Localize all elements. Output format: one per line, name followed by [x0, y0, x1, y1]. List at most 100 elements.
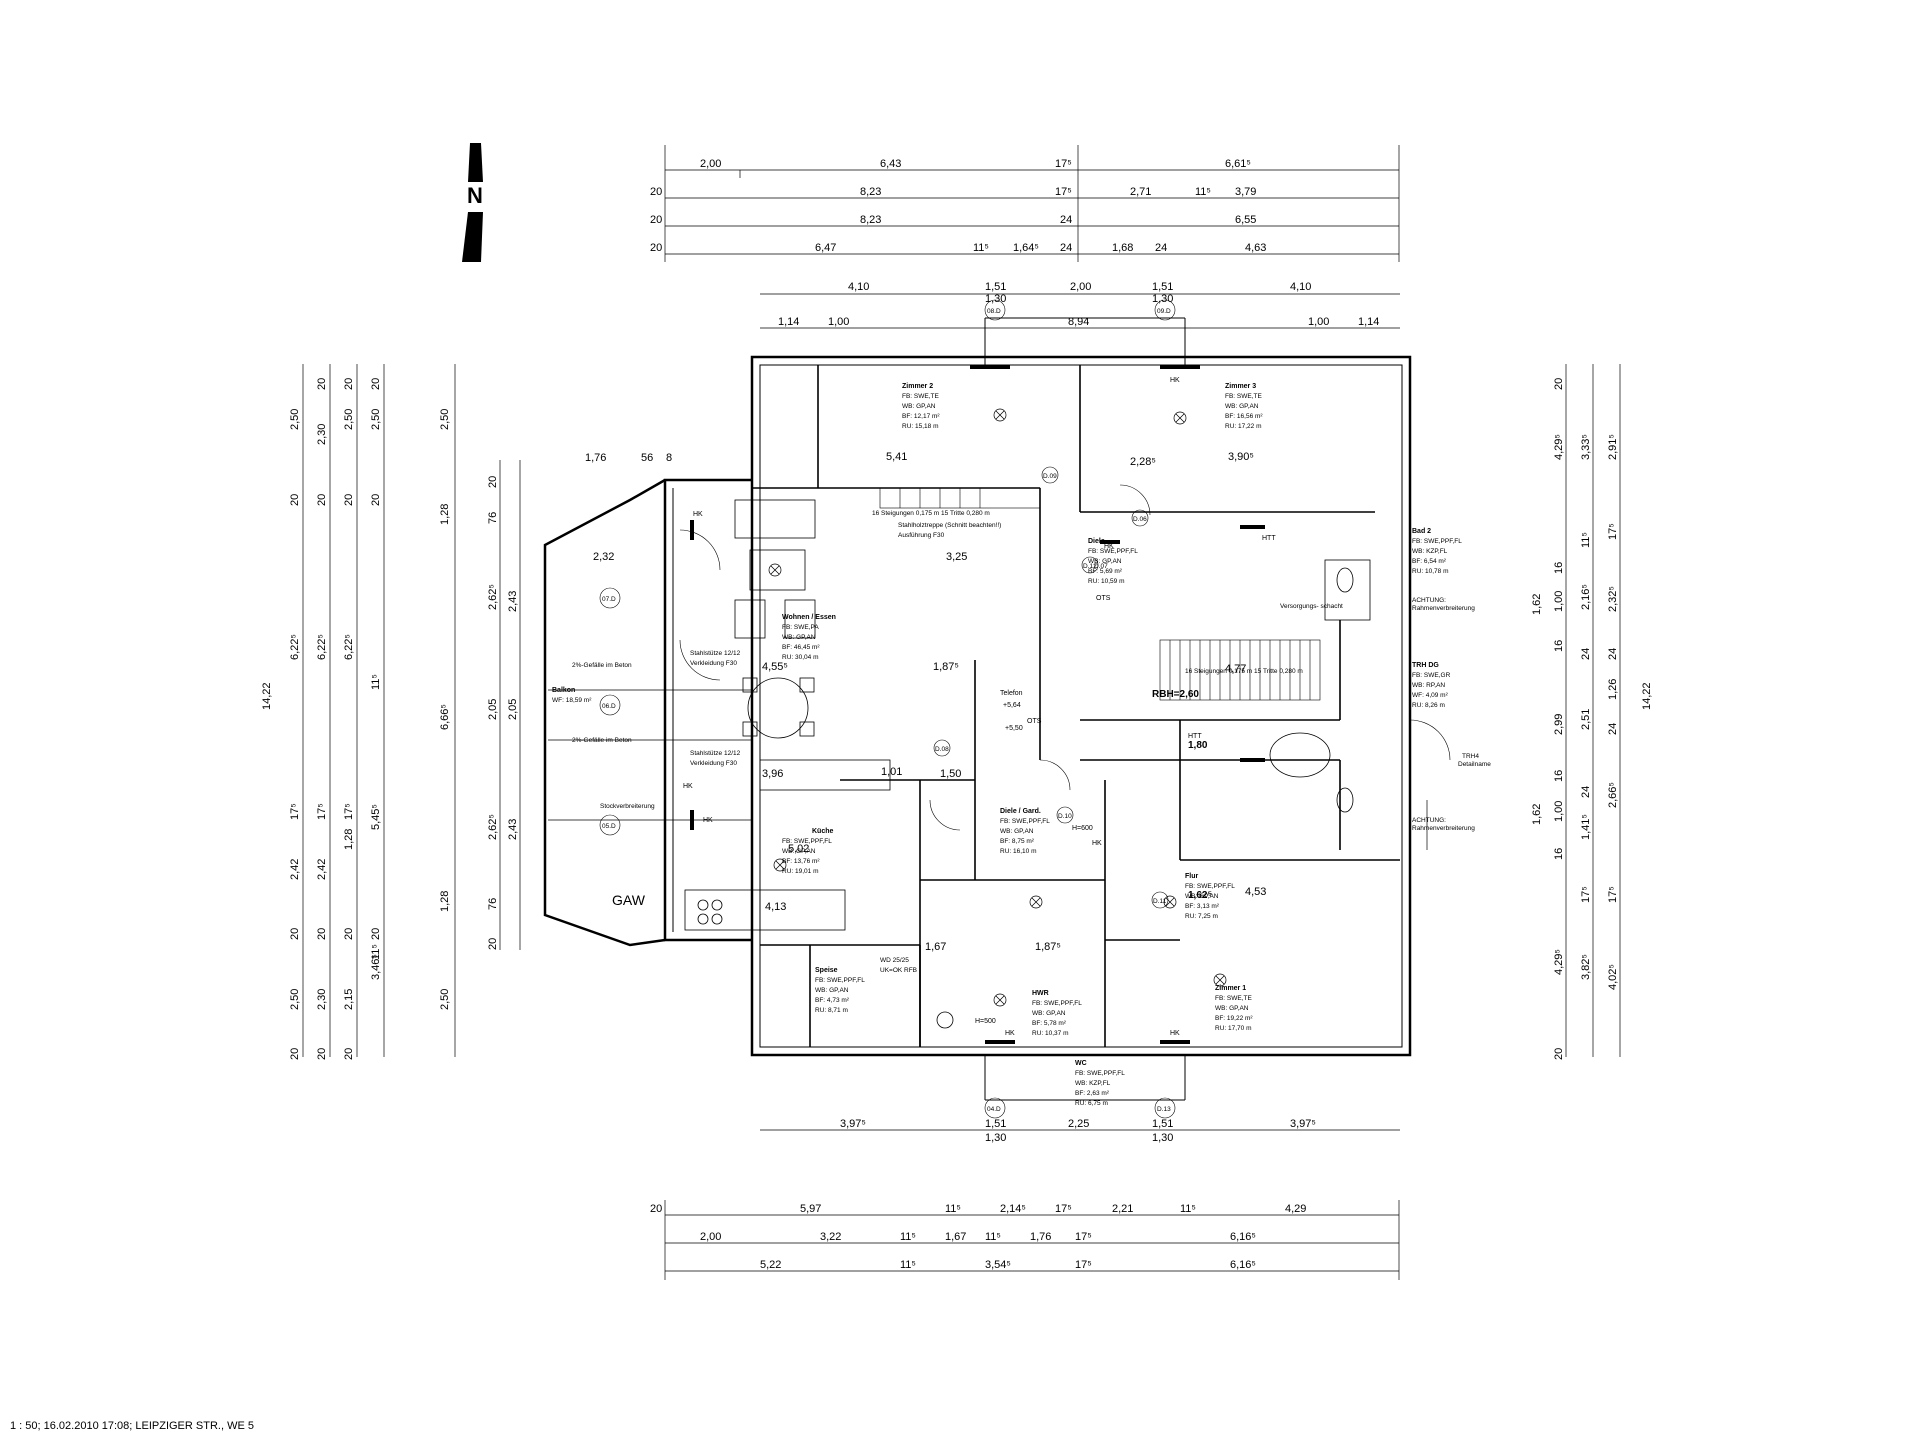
- svg-text:TRH DG: TRH DG: [1412, 662, 1439, 669]
- svg-text:2,50: 2,50: [439, 409, 451, 430]
- svg-text:1,26: 1,26: [1607, 679, 1619, 700]
- svg-text:24: 24: [1607, 648, 1619, 660]
- svg-text:5,41: 5,41: [886, 451, 907, 463]
- svg-text:1,64⁵: 1,64⁵: [1013, 242, 1039, 254]
- svg-text:2%-Gefälle im Beton: 2%-Gefälle im Beton: [572, 662, 632, 669]
- svg-text:WC: WC: [1075, 1060, 1087, 1067]
- svg-text:2,05: 2,05: [507, 699, 519, 720]
- svg-text:HK: HK: [1170, 1030, 1180, 1037]
- svg-text:11⁵: 11⁵: [985, 1231, 1001, 1243]
- left-dim-col1: 2,50 20 6,22⁵ 17⁵ 2,42 20 2,50 20: [289, 409, 301, 1060]
- svg-text:1,51: 1,51: [1152, 281, 1173, 293]
- svg-text:WB: KZP,FL: WB: KZP,FL: [1075, 1080, 1111, 1087]
- svg-text:1,76: 1,76: [1030, 1231, 1051, 1243]
- misc-labels: Balkon WF: 18,59 m² 2%-Gefälle im Beton …: [552, 510, 1491, 1025]
- svg-text:HTT: HTT: [1262, 535, 1276, 542]
- top-dim-row-2: 20 8,23 17⁵ 2,71 11⁵ 3,79: [650, 186, 1256, 198]
- left-dim-col3: 20 2,50 20 6,22⁵ 1,28 17⁵ 20 2,15 20: [343, 378, 355, 1060]
- svg-text:RU: 10,59 m: RU: 10,59 m: [1088, 578, 1125, 585]
- svg-text:1,28: 1,28: [439, 891, 451, 912]
- svg-text:1,14: 1,14: [778, 316, 799, 328]
- svg-text:14,22: 14,22: [261, 682, 273, 710]
- svg-text:11⁵: 11⁵: [1580, 532, 1592, 548]
- bottom-dim-row-3: 2,00 3,22 11⁵ 1,67 11⁵ 1,76 17⁵ 6,16⁵: [700, 1231, 1256, 1243]
- svg-text:+5,64: +5,64: [1003, 702, 1021, 709]
- svg-text:Zimmer 2: Zimmer 2: [902, 383, 933, 390]
- svg-text:1,00: 1,00: [828, 316, 849, 328]
- svg-text:WB: GP,AN: WB: GP,AN: [1185, 893, 1219, 900]
- svg-text:1,28: 1,28: [343, 829, 355, 850]
- svg-text:11⁵: 11⁵: [1195, 186, 1211, 198]
- svg-text:OTS: OTS: [1027, 718, 1042, 725]
- svg-text:2,00: 2,00: [1070, 281, 1091, 293]
- svg-text:1,87⁵: 1,87⁵: [933, 661, 959, 673]
- svg-text:20: 20: [370, 378, 382, 390]
- svg-text:6,47: 6,47: [815, 242, 836, 254]
- room-zimmer-1: Zimmer 1 FB: SWE,TE WB: GP,AN BF: 19,22 …: [1215, 985, 1253, 1032]
- svg-text:Diele: Diele: [1088, 538, 1105, 545]
- svg-text:2,30: 2,30: [316, 989, 328, 1010]
- svg-text:HWR: HWR: [1032, 990, 1049, 997]
- svg-text:BF: 16,56 m²: BF: 16,56 m²: [1225, 413, 1263, 420]
- svg-text:BF: 12,17 m²: BF: 12,17 m²: [902, 413, 940, 420]
- svg-text:4,29: 4,29: [1285, 1203, 1306, 1215]
- svg-text:Speise: Speise: [815, 967, 838, 974]
- svg-text:TRH4: TRH4: [1462, 753, 1479, 760]
- svg-text:BF: 5,69 m²: BF: 5,69 m²: [1088, 568, 1123, 575]
- svg-text:HK: HK: [1170, 377, 1180, 384]
- svg-text:2,25: 2,25: [1068, 1118, 1089, 1130]
- svg-text:6,22⁵: 6,22⁵: [289, 634, 301, 660]
- svg-text:1,28: 1,28: [439, 504, 451, 525]
- svg-text:2,50: 2,50: [439, 989, 451, 1010]
- svg-text:BF: 3,13 m²: BF: 3,13 m²: [1185, 903, 1220, 910]
- svg-text:Stahlstütze 12/12: Stahlstütze 12/12: [690, 750, 741, 757]
- door-tags: [599, 299, 1176, 1119]
- svg-text:1,50: 1,50: [940, 768, 961, 780]
- svg-text:4,55⁵: 4,55⁵: [762, 661, 788, 673]
- svg-text:4,63: 4,63: [1245, 242, 1266, 254]
- svg-text:D.09: D.09: [1043, 473, 1057, 480]
- svg-text:H=500: H=500: [975, 1018, 996, 1025]
- hk-labels: HK HK HK HK HK HK HK HK: [683, 377, 1180, 1037]
- left-dim-col4: 20 2,50 20 11⁵ 5,45⁵ 20 3,46⁵ 11⁵: [370, 378, 382, 980]
- svg-text:2,51: 2,51: [1580, 709, 1592, 730]
- svg-text:8: 8: [666, 452, 672, 464]
- room-wohnen-essen: Wohnen / Essen FB: SWE,PA WB: GP,AN BF: …: [782, 614, 836, 661]
- right-dim-col3: 2,91⁵ 17⁵ 2,32⁵ 24 1,26 24 2,66⁵ 17⁵ 4,0…: [1607, 434, 1619, 990]
- svg-text:20: 20: [370, 928, 382, 940]
- svg-text:06.D: 06.D: [602, 703, 616, 710]
- svg-text:20: 20: [289, 1048, 301, 1060]
- svg-text:Stahlholztreppe (Schnitt beach: Stahlholztreppe (Schnitt beachten!!): [898, 522, 1001, 529]
- svg-text:Ausführung F30: Ausführung F30: [898, 532, 945, 539]
- svg-text:RU: 17,70 m: RU: 17,70 m: [1215, 1025, 1252, 1032]
- svg-text:2,28⁵: 2,28⁵: [1130, 456, 1156, 468]
- svg-text:1,30: 1,30: [1152, 293, 1173, 305]
- svg-text:BF: 13,76 m²: BF: 13,76 m²: [782, 858, 820, 865]
- svg-text:11⁵: 11⁵: [370, 944, 382, 960]
- svg-text:BF: 2,63 m²: BF: 2,63 m²: [1075, 1090, 1110, 1097]
- top-dim-row-5: 4,10 1,51 1,30 2,00 1,51 1,30 4,10: [848, 281, 1311, 305]
- left-dim-col2: 20 2,30 20 6,22⁵ 17⁵ 2,42 20 2,30 20: [316, 378, 328, 1060]
- door-swings: [679, 484, 1451, 831]
- svg-text:24: 24: [1607, 723, 1619, 735]
- bottom-dim-row-2: 20 5,97 11⁵ 2,14⁵ 17⁵ 2,21 11⁵ 4,29: [650, 1203, 1306, 1215]
- svg-text:6,16⁵: 6,16⁵: [1230, 1231, 1256, 1243]
- svg-text:20: 20: [343, 1048, 355, 1060]
- svg-text:RU: 15,18 m: RU: 15,18 m: [902, 423, 939, 430]
- svg-text:Diele / Gard.: Diele / Gard.: [1000, 808, 1041, 815]
- svg-text:1,00: 1,00: [1308, 316, 1329, 328]
- svg-text:WB: RP,AN: WB: RP,AN: [1412, 682, 1445, 689]
- svg-text:D.08: D.08: [935, 746, 949, 753]
- svg-text:Verkleidung F30: Verkleidung F30: [690, 760, 737, 767]
- svg-text:6,61⁵: 6,61⁵: [1225, 158, 1251, 170]
- svg-text:1,62⁵: 1,62⁵: [1188, 890, 1212, 901]
- svg-text:1,67: 1,67: [925, 941, 946, 953]
- svg-text:08.D: 08.D: [987, 308, 1001, 315]
- svg-text:UK=OK RFB: UK=OK RFB: [880, 967, 917, 974]
- svg-text:WB: GP,AN: WB: GP,AN: [902, 403, 936, 410]
- svg-text:BF: 4,73 m²: BF: 4,73 m²: [815, 997, 850, 1004]
- left-dim-total: 14,22: [261, 682, 273, 710]
- svg-text:11⁵: 11⁵: [900, 1259, 916, 1271]
- svg-text:RU: 17,22 m: RU: 17,22 m: [1225, 423, 1262, 430]
